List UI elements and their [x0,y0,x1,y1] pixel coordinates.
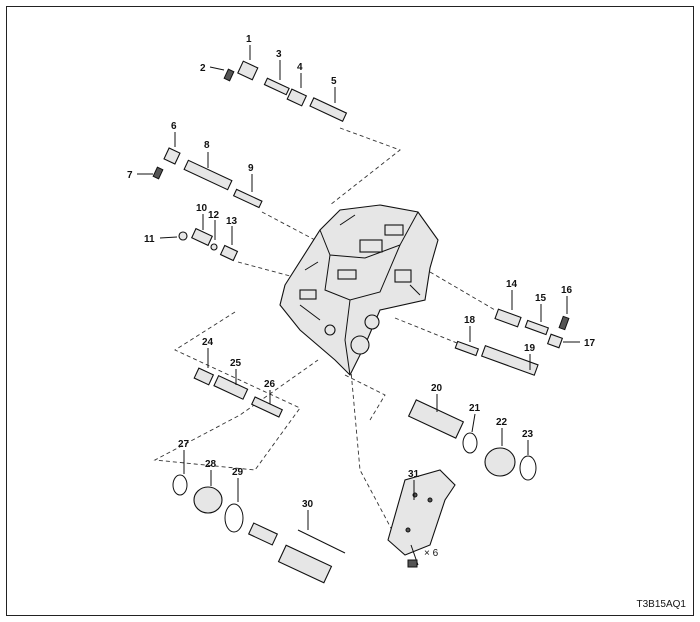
part-21 [462,432,478,454]
part-31 [387,469,456,556]
callout-23: 23 [522,429,534,440]
callout-26: 26 [264,379,276,390]
valve-body [279,204,439,376]
part-24 [193,367,215,386]
part-30-spring-small [247,522,279,546]
part-28 [193,486,223,514]
part-12 [210,243,218,251]
part-16 [558,315,570,331]
part-3 [263,77,290,96]
part-11 [178,231,188,241]
part-13 [219,244,239,262]
part-29 [224,503,244,533]
callout-7: 7 [127,170,133,181]
part-17 [546,333,564,349]
part-10 [190,227,214,247]
part-14 [494,308,522,328]
part-6 [163,147,181,165]
callout-labels: 1 2 3 4 5 6 7 8 9 10 11 12 13 14 15 16 1… [127,34,596,559]
callout-10: 10 [196,203,208,214]
callout-28: 28 [205,459,217,470]
quantity-note: × 6 [424,548,439,559]
callout-13: 13 [226,216,238,227]
callout-27: 27 [178,439,190,450]
callout-12: 12 [208,210,220,221]
callout-30: 30 [302,499,314,510]
part-25 [213,374,249,400]
part-5 [309,97,348,122]
part-22 [484,447,516,477]
callout-9: 9 [248,163,254,174]
part-1 [237,60,259,81]
part-4 [286,88,308,107]
callout-21: 21 [469,403,481,414]
callout-25: 25 [230,358,242,369]
callout-19: 19 [524,343,536,354]
part-7 [152,166,164,180]
callout-18: 18 [464,315,476,326]
callout-11: 11 [144,234,155,245]
part-30-spring-large [277,544,333,584]
part-27 [172,474,188,496]
callout-20: 20 [431,383,443,394]
callout-15: 15 [535,293,547,304]
diagram-frame [6,6,694,616]
bolt-icon [407,544,419,568]
callout-8: 8 [204,140,210,151]
callout-16: 16 [561,285,573,296]
callout-31: 31 [408,469,420,480]
callout-leaders [137,45,580,554]
drawing-code: T3B15AQ1 [636,599,686,610]
part-26 [250,396,284,418]
callout-1: 1 [246,34,252,45]
part-2 [223,68,235,82]
parts [152,60,570,584]
part-18 [454,340,480,357]
callout-24: 24 [202,337,214,348]
part-19 [480,345,539,376]
callout-5: 5 [331,76,337,87]
callout-22: 22 [496,417,508,428]
part-9 [232,188,263,209]
callout-14: 14 [506,279,518,290]
part-15 [524,319,550,336]
callout-6: 6 [171,121,177,132]
callout-17: 17 [584,338,596,349]
part-20 [407,399,465,439]
callout-29: 29 [232,467,244,478]
part-23 [519,455,537,481]
callout-2: 2 [200,63,206,74]
callout-3: 3 [276,49,282,60]
callout-4: 4 [297,62,303,73]
part-8 [183,159,233,191]
